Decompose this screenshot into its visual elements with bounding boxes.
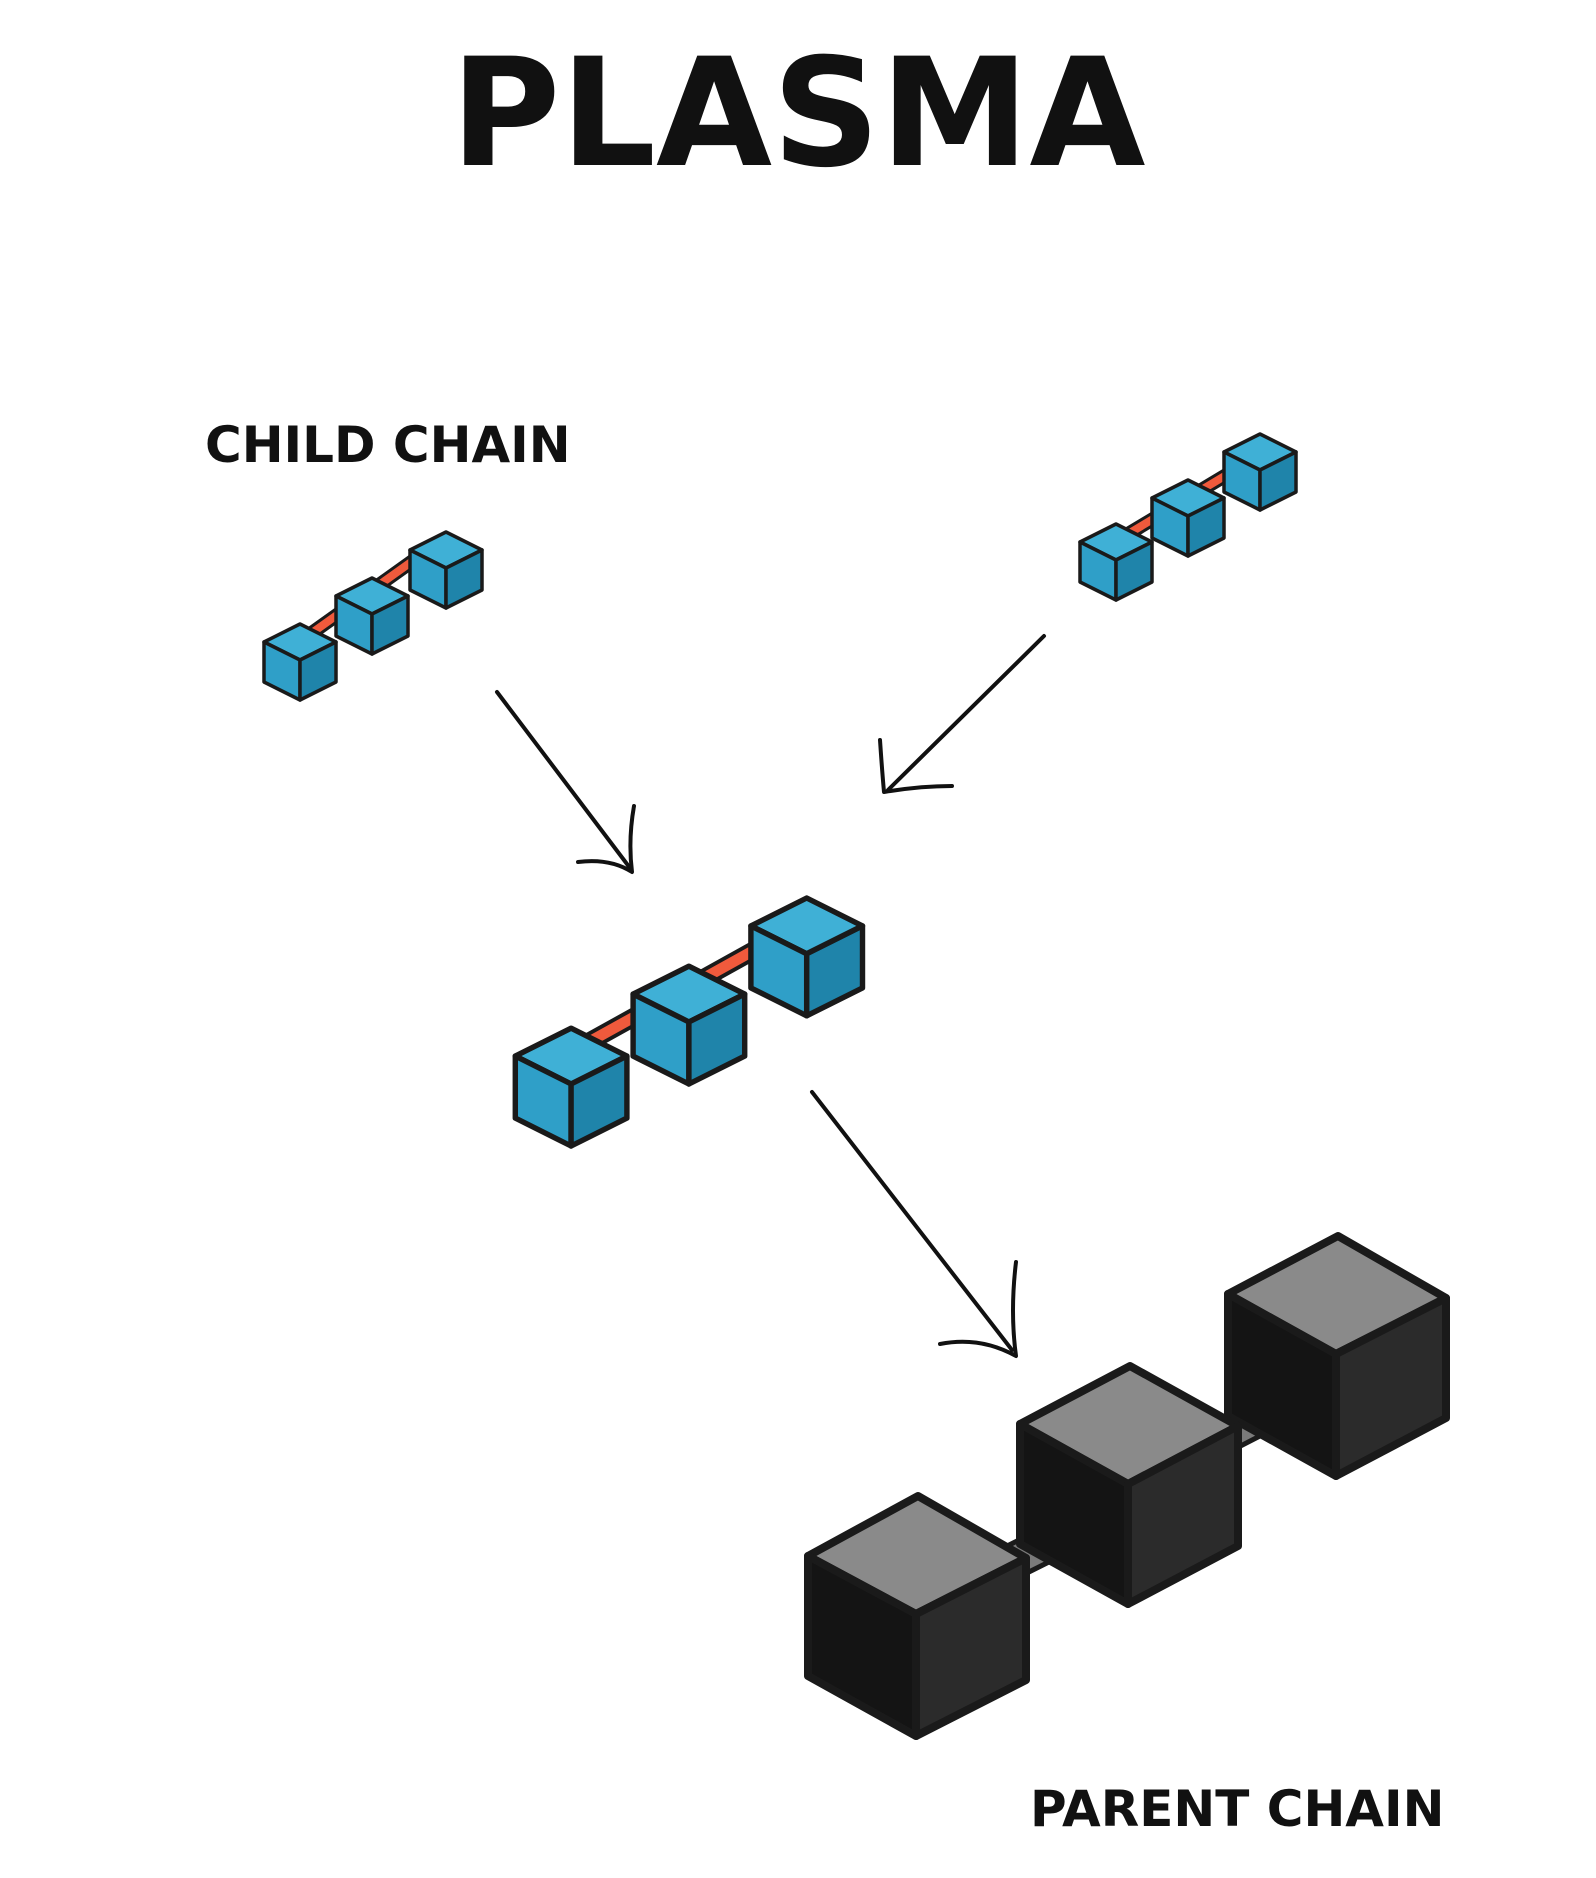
- cube-icon: [1078, 522, 1154, 602]
- child-chain-right: [1078, 432, 1298, 602]
- child-chain-label: CHILD CHAIN: [205, 416, 571, 474]
- parent-chain: [804, 1232, 1450, 1740]
- cube-icon: [1016, 1362, 1242, 1608]
- cube-icon: [751, 898, 863, 1016]
- cube-icon: [804, 1492, 1030, 1740]
- arrow-icon: [878, 634, 1046, 794]
- diagram-title: PLASMA: [451, 27, 1146, 201]
- arrow-icon: [495, 690, 636, 874]
- child-chain-merged: [515, 898, 862, 1146]
- arrow-icon: [810, 1090, 1018, 1358]
- cube-icon: [1150, 478, 1226, 558]
- cube-icon: [1222, 432, 1298, 512]
- cube-icon: [262, 622, 338, 702]
- cube-icon: [633, 966, 745, 1084]
- cube-icon: [515, 1028, 627, 1146]
- cube-icon: [408, 530, 484, 610]
- child-chain-left: [262, 530, 484, 702]
- parent-chain-label: PARENT CHAIN: [1030, 1780, 1444, 1838]
- cube-icon: [1224, 1232, 1450, 1480]
- cube-icon: [334, 576, 410, 656]
